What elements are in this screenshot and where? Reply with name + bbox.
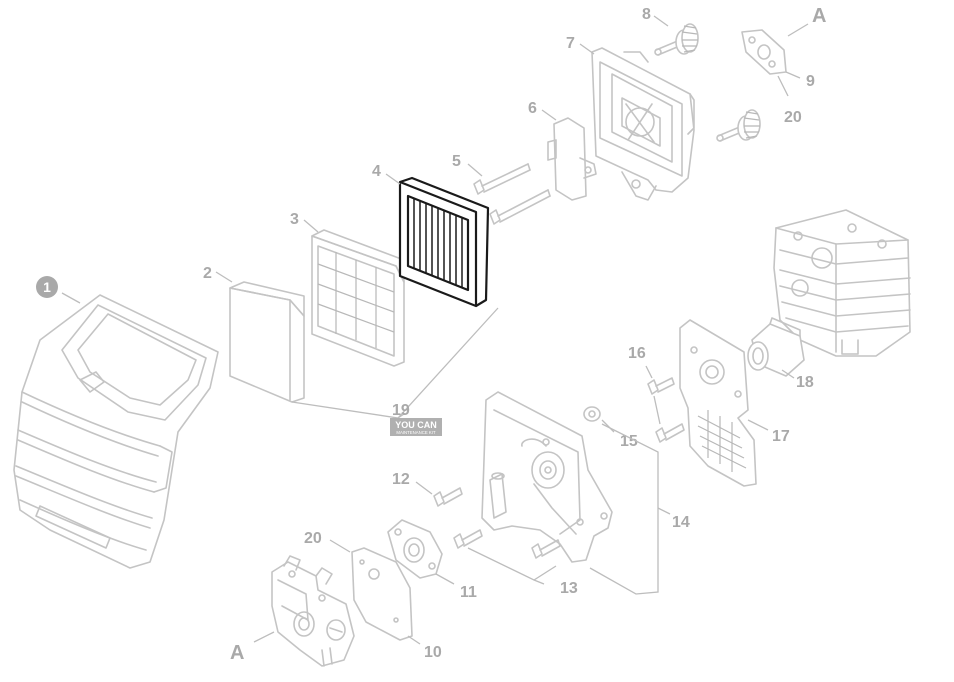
- part-cylinder: [773, 209, 911, 357]
- part-20-top-label: 20: [784, 109, 802, 126]
- part-1-label: 1: [43, 279, 51, 295]
- part-screws-16: 16: [628, 345, 685, 443]
- part-1-badge: 1: [36, 276, 58, 298]
- part-flange-11: 11: [387, 519, 477, 601]
- part-screws-12-13: 12 13: [392, 471, 578, 597]
- part-16-label: 16: [628, 345, 646, 362]
- part-4-label: 4: [372, 163, 381, 180]
- part-17-label: 17: [772, 428, 790, 445]
- watermark-line1: YOU CAN: [395, 420, 437, 430]
- part-10-label: 10: [424, 644, 442, 661]
- part-11-label: 11: [460, 584, 477, 601]
- part-7-label: 7: [566, 35, 575, 52]
- part-cover: 1: [13, 276, 219, 569]
- part-20-bottom-label: 20: [304, 530, 322, 547]
- part-2-label: 2: [203, 265, 212, 282]
- part-3-label: 3: [290, 211, 299, 228]
- part-airbox-base-14: 14: [481, 391, 690, 595]
- part-knobs-8: 8: [642, 6, 761, 142]
- part-housing-7: 7: [566, 35, 695, 201]
- ref-a-bottom: A: [230, 642, 244, 664]
- part-18-label: 18: [796, 374, 814, 391]
- part-19-label: 19: [392, 402, 410, 419]
- ref-a-top: A: [812, 5, 826, 27]
- filter-pleats: [413, 199, 463, 288]
- part-12-label: 12: [392, 471, 410, 488]
- part-gasket-10: 10 20: [304, 530, 442, 661]
- part-manifold-18: 18: [747, 317, 814, 391]
- watermark-logo: YOU CAN MAINTENANCE KIT: [390, 418, 442, 436]
- part-insulator-17: 17: [679, 319, 790, 487]
- part-filter-holder: 3: [290, 211, 405, 367]
- part-14-label: 14: [672, 514, 690, 531]
- part-carburetor: A: [230, 555, 355, 667]
- part-9-label: 9: [806, 73, 815, 90]
- part-6-label: 6: [528, 100, 537, 117]
- part-15-label: 15: [620, 433, 638, 450]
- part-13-label: 13: [560, 580, 578, 597]
- part-plate-6: 6: [528, 100, 597, 201]
- part-8-label: 8: [642, 6, 651, 23]
- part-5-label: 5: [452, 153, 461, 170]
- watermark-line2: MAINTENANCE KIT: [396, 430, 436, 435]
- part-gasket-9: 9 20 A: [741, 5, 826, 126]
- part-collar-15: 15: [583, 406, 638, 450]
- group-bracket-19: 19 YOU CAN MAINTENANCE KIT: [291, 307, 499, 436]
- part-bolts-5: 5: [452, 153, 551, 225]
- part-air-filter-highlighted: 4: [372, 163, 490, 308]
- part-prefilter: 2: [203, 265, 305, 403]
